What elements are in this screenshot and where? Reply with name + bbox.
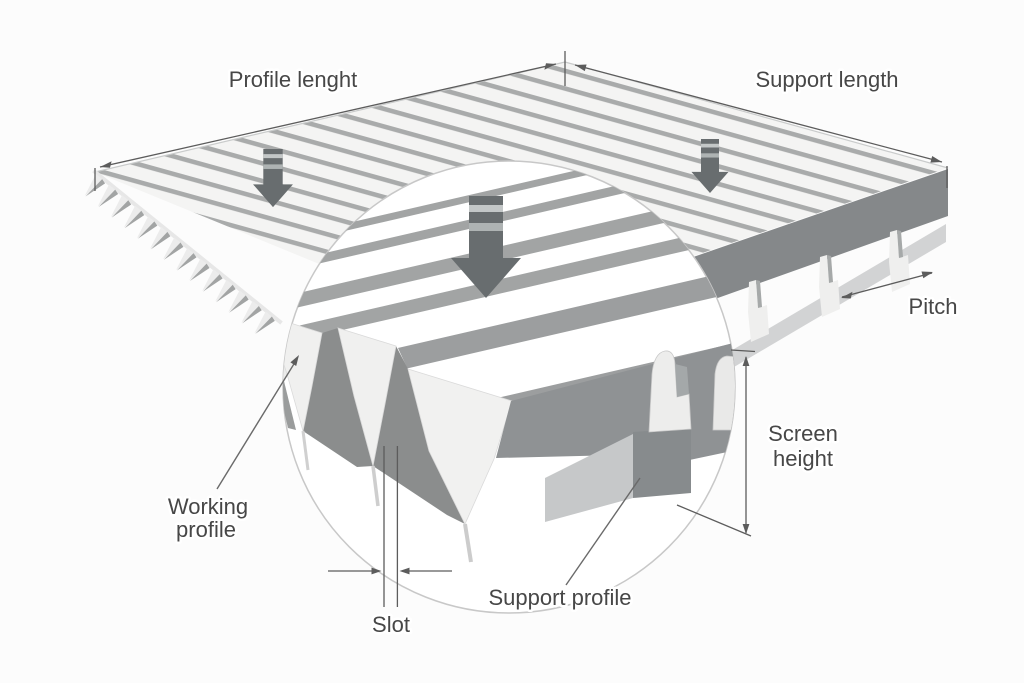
wire-tip-blade [463, 523, 473, 563]
wire-tip-blade [371, 465, 380, 507]
support-length-label: Support length [755, 67, 898, 92]
slot-label: Slot [372, 612, 410, 637]
support-profile-leader [565, 477, 641, 586]
pitch-dimension [841, 271, 933, 299]
screen-height-label: Screen [768, 421, 838, 446]
support-profile-tab-shade [675, 364, 689, 397]
support-end-tab [748, 280, 769, 342]
pitch-label: Pitch [909, 294, 958, 319]
wedge-wire-front [337, 327, 397, 467]
profile-length-dimension [94, 51, 566, 191]
screen-height-label: height [773, 446, 833, 471]
profile-length-label: Profile lenght [229, 67, 357, 92]
slot-gap [373, 346, 465, 524]
support-end-tab [819, 255, 840, 317]
working-profile-leader [216, 355, 299, 490]
support-end-tab [889, 230, 910, 292]
support-profile-box [633, 428, 691, 498]
support-profile-label: Support profile [488, 585, 631, 610]
slot-dimension [328, 446, 452, 607]
slot-gap [303, 328, 373, 467]
wire-tip-blade [301, 430, 310, 471]
working-profile-label: profile [176, 517, 236, 542]
support-profile-tab [648, 350, 692, 433]
screen-height-dimension [676, 349, 756, 537]
support-length-dimension [574, 64, 948, 188]
support-profile-top-face [545, 434, 633, 522]
working-profile-label: Working [168, 494, 248, 519]
wedge-wire-front [407, 368, 513, 525]
slot-gap [283, 316, 296, 430]
panel-back-left-edge [94, 61, 566, 173]
profile-comb-face [80, 169, 283, 339]
